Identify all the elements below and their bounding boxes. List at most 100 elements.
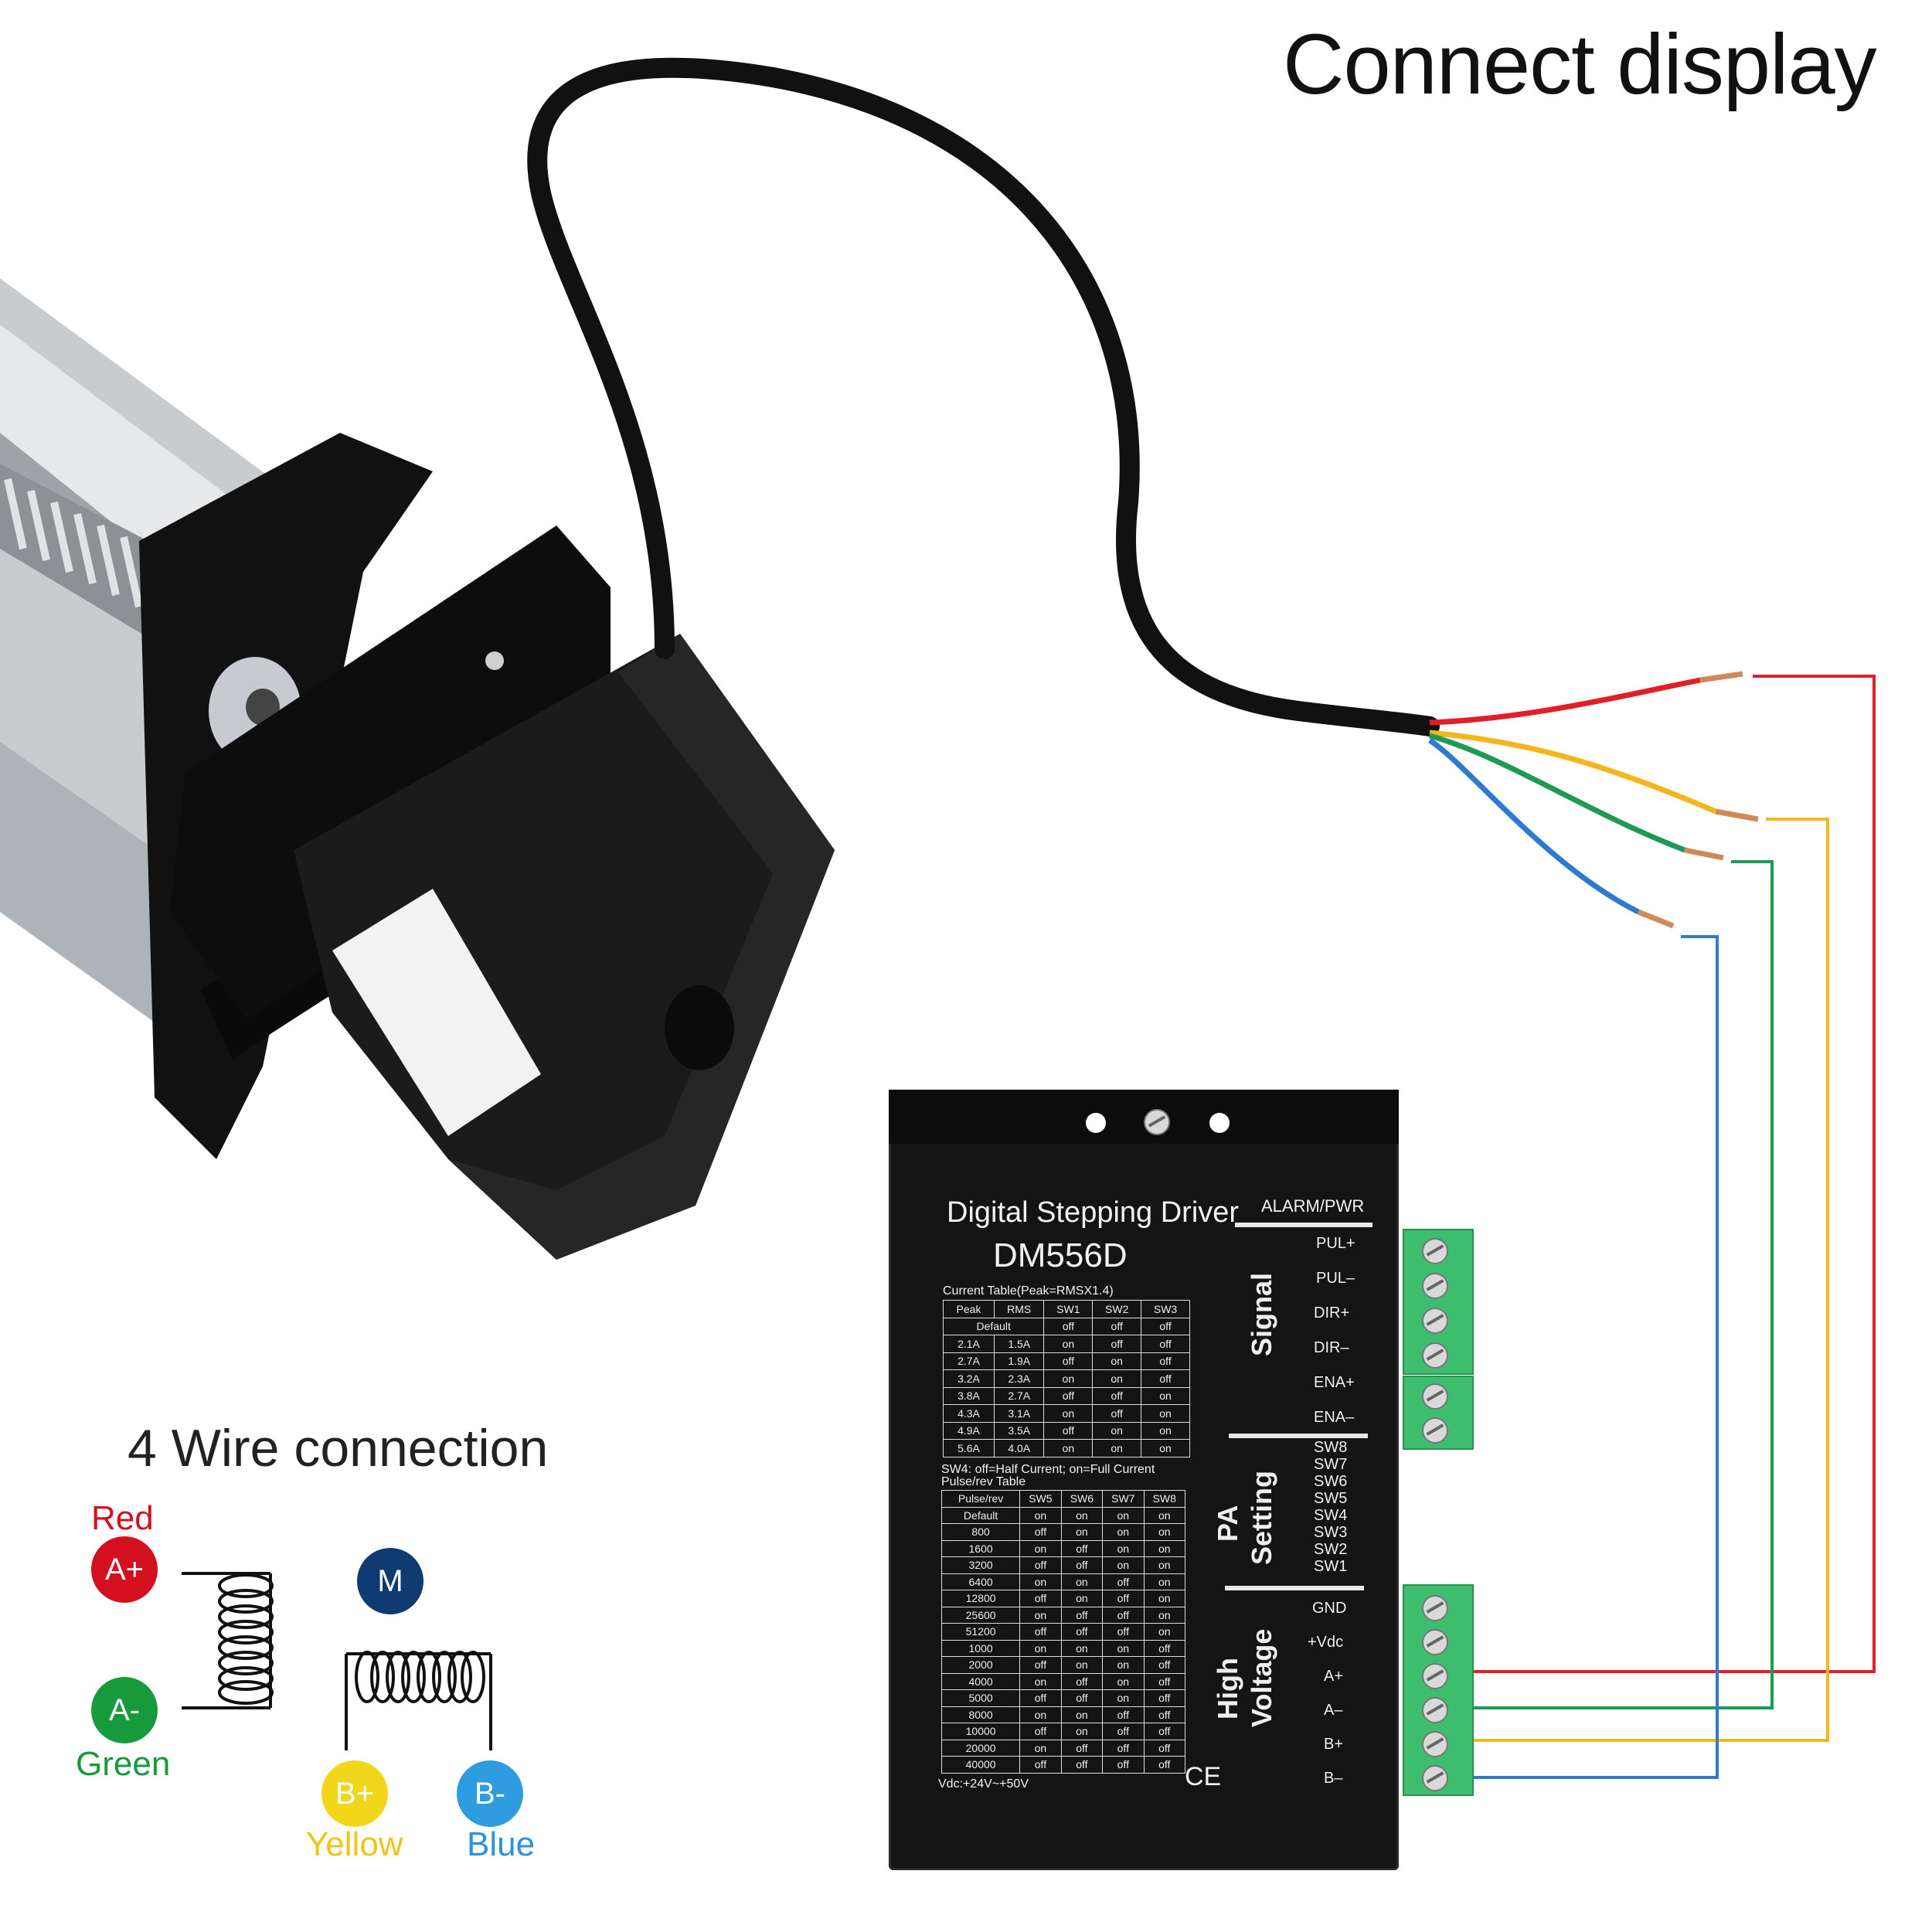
table-cell: off: [1143, 1689, 1186, 1707]
table-cell: on: [1102, 1689, 1145, 1707]
table-cell: on: [1019, 1672, 1062, 1690]
coil-a-diagram: [182, 1572, 274, 1709]
table-cell: off: [1019, 1689, 1062, 1707]
divider: [1229, 1434, 1368, 1438]
table-cell: on: [1143, 1506, 1186, 1524]
pa-section-label: PA: [1212, 1505, 1243, 1542]
table-cell: on: [1043, 1439, 1094, 1458]
table-cell: on: [1143, 1606, 1186, 1624]
terminal-screw[interactable]: [1422, 1595, 1448, 1621]
table-cell: RMS: [994, 1300, 1045, 1318]
terminal-screw[interactable]: [1422, 1765, 1448, 1791]
table-cell: 1.5A: [994, 1335, 1045, 1353]
table-cell: off: [1060, 1539, 1104, 1557]
table-cell: on: [1019, 1739, 1062, 1757]
terminal-screw[interactable]: [1422, 1238, 1448, 1264]
table-cell: on: [1143, 1556, 1186, 1574]
table-cell: Pulse/rev: [940, 1490, 1021, 1508]
switch-label: SW3: [1314, 1524, 1348, 1541]
pin-label: DIR–: [1314, 1339, 1349, 1356]
table-cell: off: [1102, 1573, 1145, 1590]
terminal-screw[interactable]: [1422, 1273, 1448, 1299]
pulse-table-title: Pulse/rev Table: [941, 1475, 1026, 1488]
switch-label: SW5: [1314, 1490, 1348, 1507]
terminal-screw[interactable]: [1422, 1383, 1448, 1410]
pin-label: DIR+: [1314, 1304, 1350, 1321]
pin-label: GND: [1312, 1600, 1347, 1617]
table-cell: on: [1143, 1523, 1186, 1541]
table-cell: on: [1019, 1539, 1062, 1557]
table-cell: off: [1060, 1756, 1104, 1774]
yellow-label: Yellow: [306, 1825, 403, 1863]
table-cell: 3200: [940, 1556, 1021, 1574]
terminal-screw[interactable]: [1422, 1417, 1448, 1444]
terminal-screw[interactable]: [1422, 1697, 1448, 1723]
table-cell: off: [1060, 1672, 1104, 1690]
pin-label: A–: [1324, 1702, 1343, 1719]
motor-cable: [527, 57, 1440, 736]
table-cell: off: [1102, 1706, 1145, 1723]
table-cell: off: [1019, 1723, 1062, 1740]
a-plus-badge: A+: [91, 1536, 158, 1603]
table-cell: off: [1092, 1335, 1142, 1353]
table-cell: on: [1143, 1573, 1186, 1590]
table-cell: SW6: [1060, 1490, 1104, 1508]
driver-title: Digital Stepping Driver: [947, 1196, 1240, 1229]
table-cell: 800: [940, 1523, 1021, 1541]
switch-label: SW2: [1314, 1541, 1348, 1558]
driver-top-edge: [889, 1090, 1399, 1144]
table-cell: 5000: [940, 1689, 1021, 1707]
page-title: Connect display: [1283, 17, 1877, 112]
red-label: Red: [91, 1499, 154, 1537]
vdc-note: Vdc:+24V~+50V: [938, 1777, 1029, 1791]
table-cell: 3.5A: [994, 1421, 1045, 1440]
table-cell: 2000: [940, 1656, 1021, 1674]
terminal-screw[interactable]: [1422, 1629, 1448, 1655]
table-cell: off: [1043, 1352, 1094, 1370]
b-plus-badge: B+: [321, 1760, 388, 1827]
table-cell: on: [1060, 1639, 1104, 1657]
table-cell: on: [1102, 1656, 1145, 1674]
terminal-screw[interactable]: [1422, 1731, 1448, 1757]
table-cell: 4.9A: [942, 1421, 995, 1440]
table-cell: on: [1043, 1369, 1094, 1388]
terminal-screw[interactable]: [1422, 1342, 1448, 1369]
pin-label: ENA+: [1314, 1374, 1355, 1391]
table-cell: off: [1060, 1556, 1104, 1574]
table-cell: 6400: [940, 1573, 1021, 1590]
table-cell: off: [1143, 1672, 1186, 1690]
pin-label: ENA–: [1314, 1409, 1355, 1426]
b-minus-badge: B-: [457, 1760, 523, 1827]
table-cell: on: [1019, 1639, 1062, 1657]
green-label: Green: [76, 1745, 171, 1783]
table-cell: on: [1102, 1506, 1145, 1524]
hv-section-label: High: [1212, 1658, 1243, 1719]
table-cell: off: [1019, 1756, 1062, 1774]
table-cell: off: [1019, 1556, 1062, 1574]
table-cell: Default: [940, 1506, 1021, 1524]
terminal-screw[interactable]: [1422, 1663, 1448, 1689]
terminal-screw[interactable]: [1422, 1308, 1448, 1334]
table-cell: off: [1143, 1739, 1186, 1757]
table-cell: on: [1060, 1506, 1104, 1524]
table-cell: on: [1060, 1590, 1104, 1607]
table-cell: 20000: [940, 1739, 1021, 1757]
mount-hole: [1209, 1113, 1230, 1133]
table-cell: 12800: [940, 1590, 1021, 1607]
signal-section-label: Signal: [1246, 1272, 1277, 1356]
blue-label: Blue: [467, 1825, 536, 1863]
table-cell: off: [1143, 1756, 1186, 1774]
wire-blue: [1461, 935, 1719, 1779]
